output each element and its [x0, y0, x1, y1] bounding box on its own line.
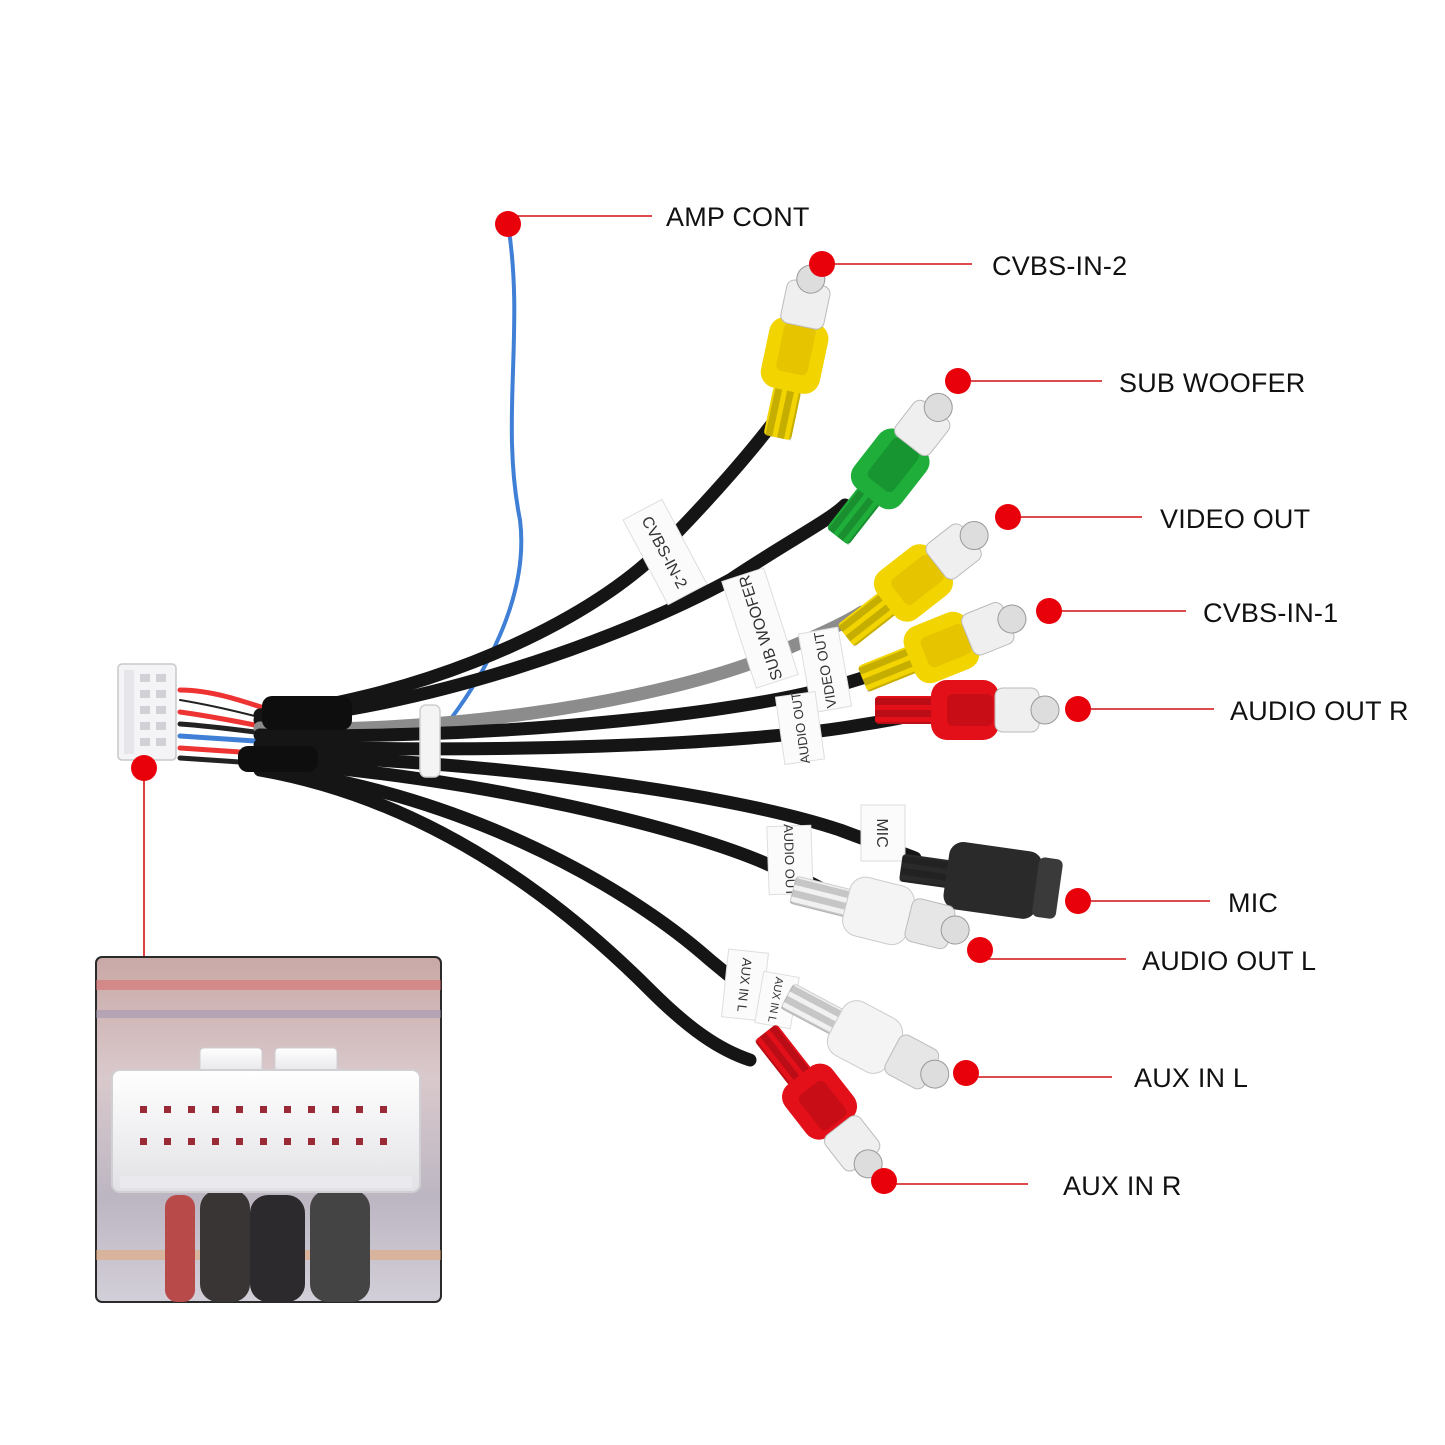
marker-audio-out-r [1065, 696, 1091, 722]
leader-lines [143, 215, 1214, 1185]
plug-aux-in-r [754, 1023, 883, 1179]
plug-mic [898, 842, 1063, 919]
plug-audio-out-r [875, 680, 1060, 740]
label-audio-out-r: AUDIO OUT R [1230, 696, 1409, 726]
label-video-out: VIDEO OUT [1160, 504, 1311, 534]
callout-markers [131, 211, 1091, 1194]
connector-closeup-icon [95, 956, 442, 1303]
label-cvbs-in-1: CVBS-IN-1 [1203, 598, 1339, 628]
marker-audio-out-l [967, 937, 993, 963]
rca-plugs [754, 264, 1063, 1179]
marker-aux-in-l [953, 1060, 979, 1086]
plug-audio-out-l [789, 876, 970, 950]
plug-sub-woofer [826, 392, 953, 546]
tag-mic: MIC [873, 818, 890, 847]
label-aux-in-r: AUX IN R [1063, 1171, 1182, 1201]
plug-video-out [837, 521, 989, 647]
tag-aux-in-l: AUX IN L [734, 957, 755, 1012]
marker-video-out [995, 504, 1021, 530]
marker-cvbs-in-1 [1036, 598, 1062, 624]
marker-amp-cont [495, 211, 521, 237]
marker-sub-woofer [945, 368, 971, 394]
plug-aux-in-l [780, 983, 950, 1090]
cable-tags: CVBS-IN-2 SUB WOOFER VIDEO OUT AUDIO OUT… [622, 498, 906, 1030]
plug-cvbs-in-2 [760, 264, 831, 441]
marker-mic [1065, 888, 1091, 914]
label-amp-cont: AMP CONT [666, 202, 810, 232]
marker-cvbs-in-2 [809, 251, 835, 277]
harness-plug-icon [117, 663, 177, 761]
label-aux-in-l: AUX IN L [1134, 1063, 1249, 1093]
tag-audio-out-l: AUDIO OUT [781, 824, 799, 897]
label-sub-woofer: SUB WOOFER [1119, 368, 1306, 398]
marker-connector [131, 755, 157, 781]
label-mic: MIC [1228, 888, 1279, 918]
plug-cvbs-in-1 [857, 602, 1027, 693]
marker-aux-in-r [871, 1168, 897, 1194]
label-audio-out-l: AUDIO OUT L [1142, 946, 1317, 976]
label-cvbs-in-2: CVBS-IN-2 [992, 251, 1128, 281]
